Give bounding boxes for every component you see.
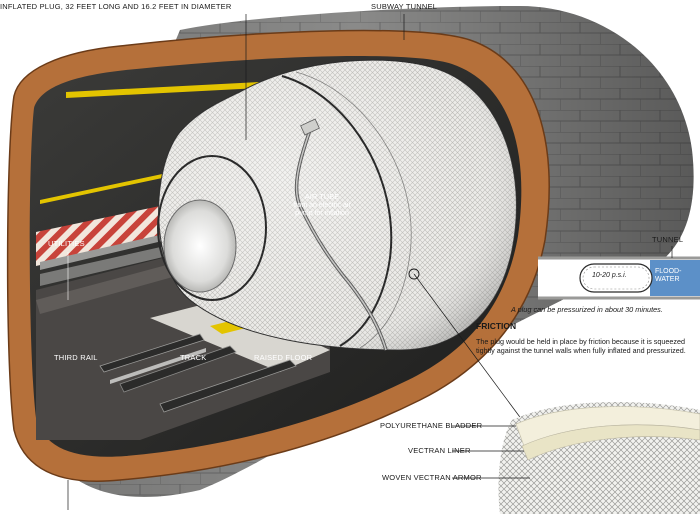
plug-end-cap-ring: [157, 155, 267, 301]
inset-label-plug: PLUG: [544, 273, 566, 282]
label-air-tube: AIR TUBE from an electric air pump for i…: [262, 192, 382, 218]
raised-floor: [150, 300, 330, 372]
floodwater-line-1: FLOOD-: [655, 268, 682, 275]
label-polyurethane-bladder: POLYURETHANE BLADDER: [380, 421, 483, 430]
floodwater-line-2: WATER: [655, 275, 680, 283]
label-raised-floor: RAISED FLOOR: [254, 353, 313, 362]
track-rail: [159, 359, 297, 413]
inset-floodwater: FLOOD- WATER: [655, 268, 695, 283]
label-vectran-liner: VECTRAN LINER: [408, 446, 471, 455]
label-utilities: UTILITIES: [48, 239, 85, 248]
plug-end-cap: [163, 199, 237, 293]
label-third-rail: THIRD RAIL: [54, 353, 98, 362]
friction-section: FRICTION The plug would be held in place…: [476, 321, 688, 355]
label-inflated-plug: INFLATED PLUG, 32 FEET LONG AND 16.2 FEE…: [0, 2, 232, 11]
friction-heading: FRICTION: [476, 321, 517, 331]
label-track: TRACK: [180, 353, 207, 362]
hazard-barrier: [36, 206, 160, 266]
floodwater-area: [650, 260, 700, 296]
third-rail: [99, 333, 205, 373]
inset-pressure: 10-20 p.s.i.: [592, 272, 627, 279]
air-tube-desc-1: from an electric air: [293, 201, 351, 209]
label-woven-vectran-armor: WOVEN VECTRAN ARMOR: [382, 473, 482, 482]
air-tube-desc-2: pump for inflation: [295, 209, 349, 217]
inset-label-tunnel: TUNNEL: [652, 235, 684, 244]
label-subway-tunnel: SUBWAY TUNNEL: [371, 2, 438, 11]
friction-body: The plug would be held in place by frict…: [476, 337, 686, 355]
air-tube-title: AIR TUBE: [304, 192, 340, 201]
pressure-plug: [579, 263, 653, 293]
inset-caption: A plug can be pressurized in about 30 mi…: [511, 305, 663, 314]
